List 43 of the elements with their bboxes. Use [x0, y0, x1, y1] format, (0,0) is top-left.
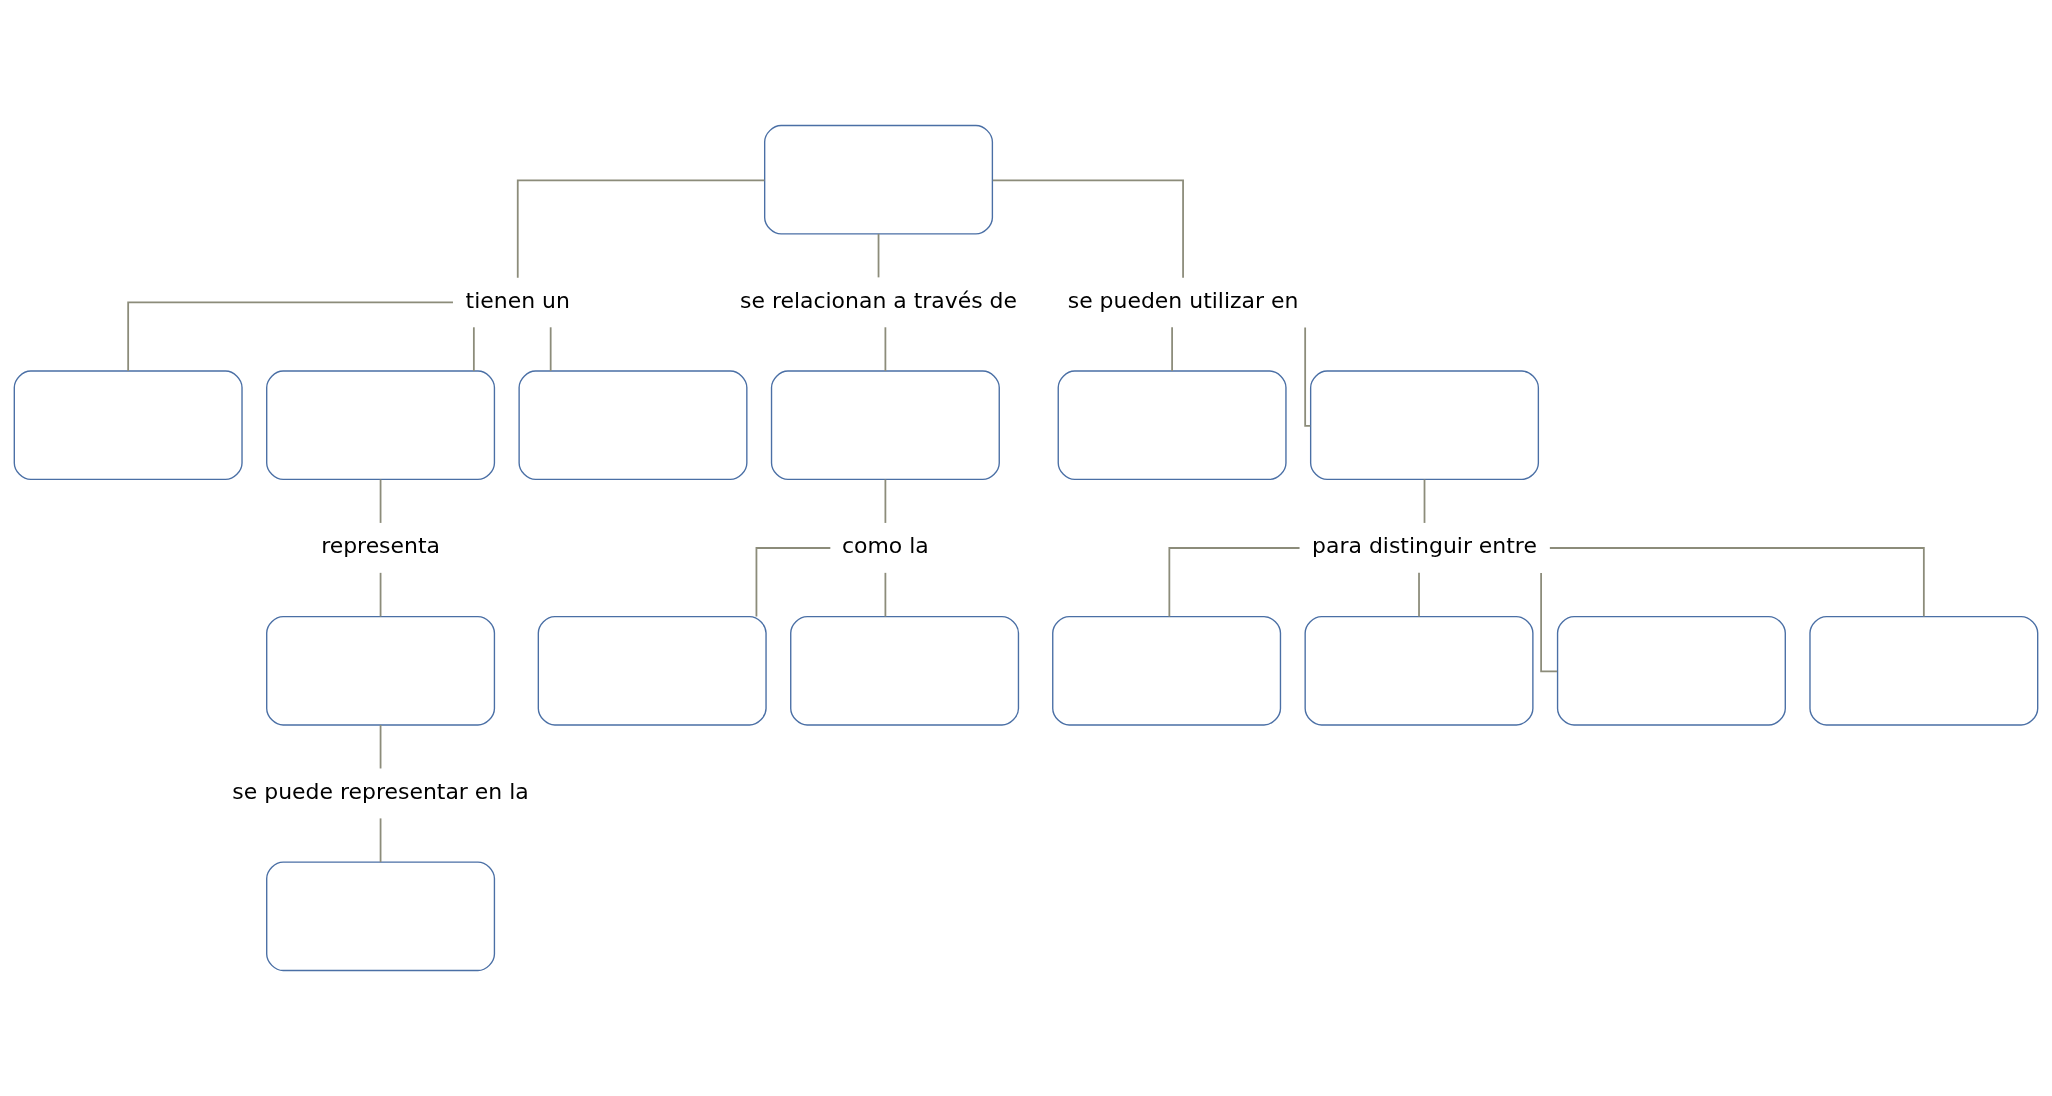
node-box — [518, 370, 748, 481]
connector — [379, 571, 382, 618]
node-box — [266, 615, 496, 726]
connector — [1418, 571, 1420, 618]
node-box — [1809, 615, 2039, 726]
connector — [472, 326, 475, 372]
node-box — [1556, 615, 1786, 726]
connector — [379, 817, 382, 863]
connector — [516, 179, 766, 279]
connector — [379, 478, 382, 524]
node-box — [1057, 370, 1287, 481]
node-text: representa — [321, 533, 441, 559]
connector — [1548, 547, 1925, 618]
connector — [1423, 478, 1426, 524]
node-text: se relacionan a través de — [740, 287, 1018, 313]
node-box — [1304, 615, 1534, 726]
connector — [884, 478, 887, 524]
connector — [1171, 326, 1173, 372]
node-box — [764, 124, 994, 235]
connector — [877, 233, 880, 279]
node-box — [537, 615, 767, 726]
node-box — [13, 370, 243, 481]
connector — [1304, 326, 1312, 427]
connector — [884, 326, 887, 372]
connector — [755, 547, 832, 618]
node-box — [1309, 370, 1540, 481]
node-box — [790, 615, 1020, 726]
connector — [549, 326, 552, 372]
node-text: se pueden utilizar en — [1067, 287, 1299, 313]
connector — [1168, 547, 1301, 618]
node-text: se puede representar en la — [232, 778, 529, 804]
node-box — [770, 370, 1000, 481]
connector — [127, 301, 454, 372]
connector — [379, 724, 382, 770]
connector — [884, 571, 887, 618]
node-box — [266, 370, 496, 481]
node-text: tienen un — [465, 287, 570, 313]
node-text: como la — [841, 533, 929, 559]
connector — [1540, 572, 1558, 673]
node-box — [1052, 615, 1282, 726]
node-box — [266, 861, 496, 972]
connector — [991, 179, 1184, 279]
node-text: para distinguir entre — [1312, 533, 1537, 559]
